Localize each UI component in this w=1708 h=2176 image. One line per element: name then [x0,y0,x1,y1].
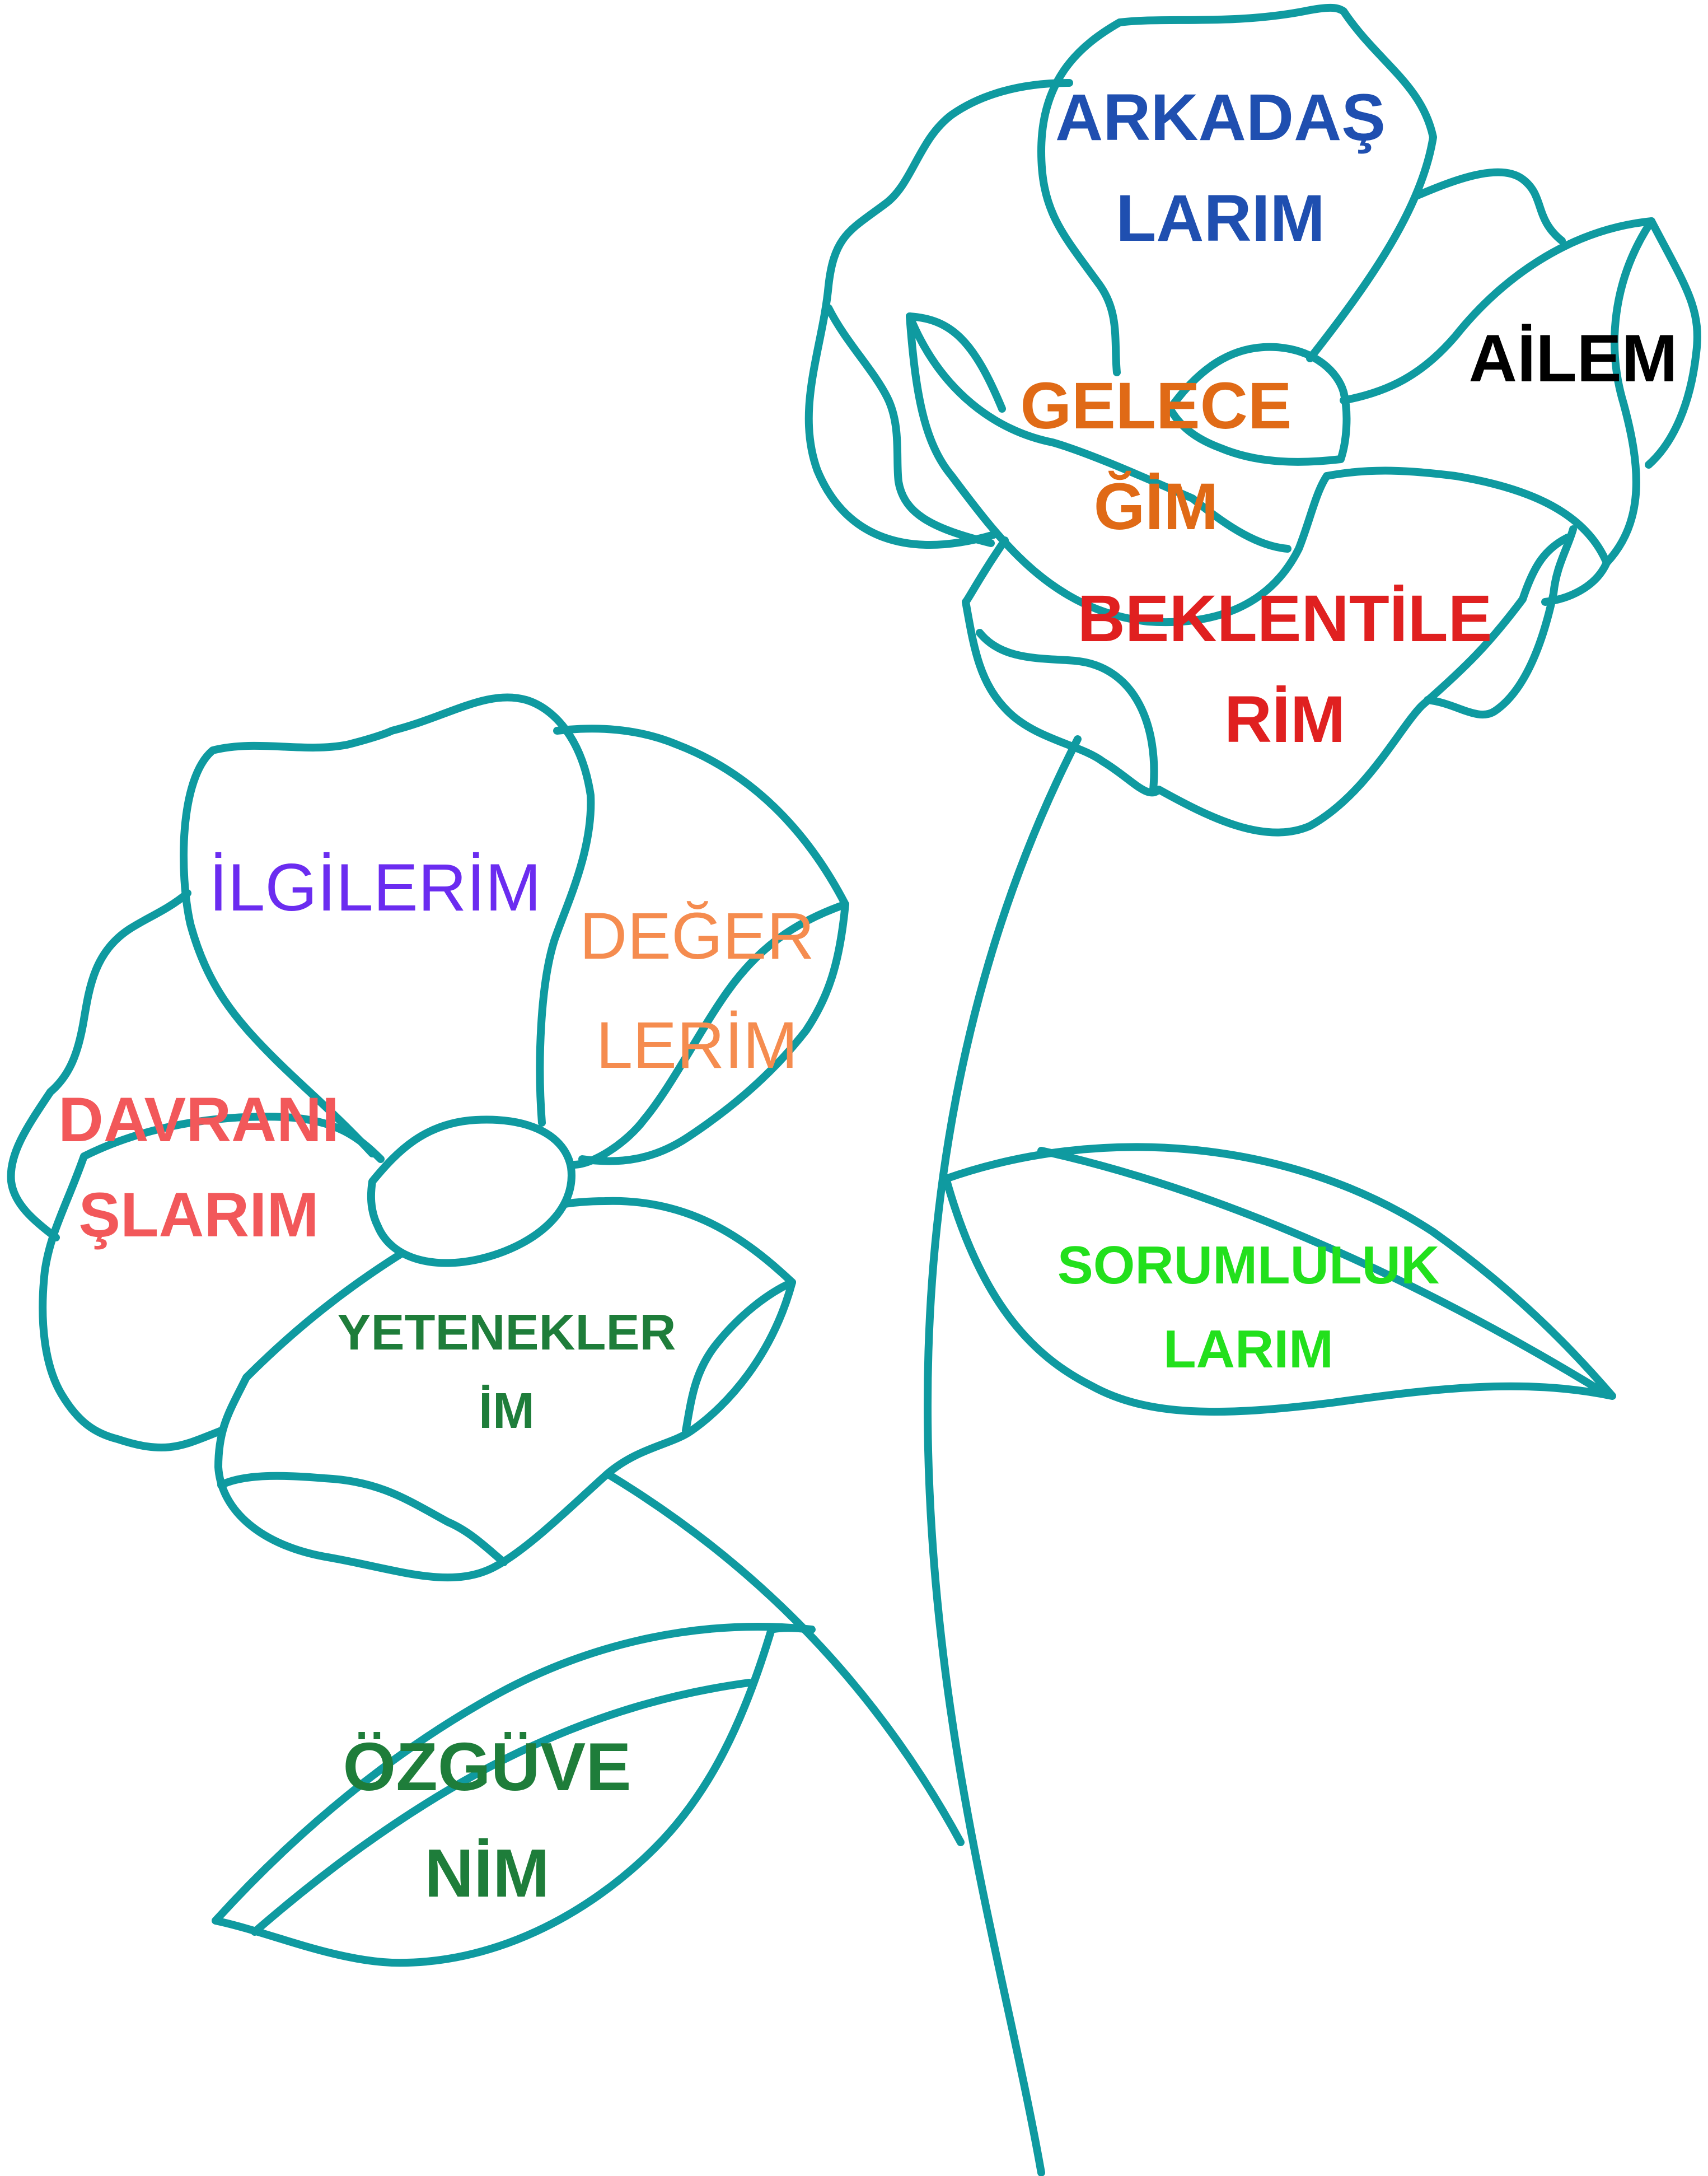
label-line: AİLEM [1456,316,1691,400]
label-degerlerim: DEĞER LERİM [554,882,840,1100]
label-sorumluluklarim: SORUMLULUK LARIM [1030,1224,1467,1391]
label-ozguvenim: ÖZGÜVE NİM [313,1713,661,1926]
label-line: ÖZGÜVE [313,1713,661,1820]
label-line: ARKADAŞ [1038,67,1402,168]
label-line: DAVRANI [34,1072,364,1168]
label-ailem: AİLEM [1456,316,1691,400]
label-line: LERİM [554,991,840,1100]
label-line: DEĞER [554,882,840,991]
label-yeteneklerim: YETENEKLER İM [313,1294,700,1450]
label-line: LARIM [1038,168,1402,269]
label-beklentilerim: BEKLENTİLE RİM [1052,568,1517,770]
label-davranislarim: DAVRANI ŞLARIM [34,1072,364,1263]
label-line: İLGİLERİM [185,846,565,930]
label-ilgilerim: İLGİLERİM [185,846,565,930]
label-line: ĞİM [999,456,1313,557]
label-line: LARIM [1030,1308,1467,1391]
label-line: SORUMLULUK [1030,1224,1467,1308]
main-stem [928,739,1078,2173]
label-line: GELECE [999,356,1313,456]
label-line: BEKLENTİLE [1052,568,1517,669]
label-line: NİM [313,1820,661,1926]
label-gelecegim: GELECE ĞİM [999,356,1313,557]
label-line: YETENEKLER [313,1294,700,1372]
label-arkadaslarim: ARKADAŞ LARIM [1038,67,1402,269]
label-line: İM [313,1372,700,1450]
label-line: ŞLARIM [34,1168,364,1263]
label-line: RİM [1052,669,1517,770]
